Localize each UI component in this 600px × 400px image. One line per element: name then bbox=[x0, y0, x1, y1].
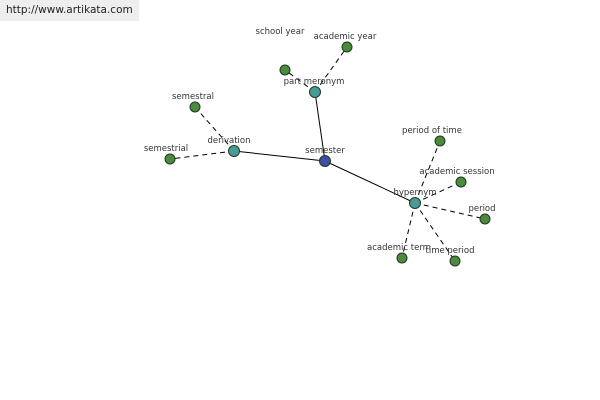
term-node-dot[interactable] bbox=[164, 153, 176, 165]
term-node-school-year[interactable]: school year bbox=[256, 27, 305, 76]
center-node-semester[interactable]: semester bbox=[305, 146, 345, 167]
term-node-academic-term[interactable]: academic term bbox=[367, 243, 431, 264]
term-node-semestrial[interactable]: semestrial bbox=[144, 144, 188, 165]
term-node-academic-year[interactable]: academic year bbox=[314, 32, 377, 53]
edge-hypernym-period bbox=[414, 202, 486, 220]
center-node-dot[interactable] bbox=[319, 155, 331, 167]
graph-nodes: school year academic year semestral semestr… bbox=[144, 27, 496, 267]
term-node-dot[interactable] bbox=[341, 41, 353, 53]
edge-hypernym-period-of-time bbox=[414, 140, 441, 204]
term-node-dot[interactable] bbox=[455, 176, 467, 188]
graph-edges bbox=[169, 46, 486, 262]
term-node-label[interactable]: academic session bbox=[419, 167, 494, 177]
term-node-dot[interactable] bbox=[279, 64, 291, 76]
term-node-period[interactable]: period bbox=[468, 204, 496, 225]
site-url-text[interactable]: http://www.artikata.com bbox=[6, 4, 133, 16]
relation-node-derivation[interactable]: derivation bbox=[207, 136, 251, 157]
site-url-banner[interactable]: http://www.artikata.com bbox=[0, 0, 139, 21]
edge-hypernym-time-period bbox=[414, 202, 456, 262]
relation-node-dot[interactable] bbox=[409, 197, 421, 209]
edge-derivation-semestral bbox=[194, 106, 235, 152]
term-node-dot[interactable] bbox=[479, 213, 491, 225]
relation-node-label[interactable]: derivation bbox=[207, 136, 250, 146]
term-node-dot[interactable] bbox=[434, 135, 446, 147]
relation-node-dot[interactable] bbox=[228, 145, 240, 157]
edge-part-meronym-academic-year bbox=[314, 46, 348, 93]
relation-node-label[interactable]: part meronym bbox=[284, 77, 345, 87]
term-node-dot[interactable] bbox=[449, 255, 461, 267]
edge-semester-part-meronym bbox=[314, 91, 326, 162]
term-node-academic-session[interactable]: academic session bbox=[419, 167, 495, 188]
relation-node-hypernym[interactable]: hypernym bbox=[393, 188, 437, 209]
term-node-label[interactable]: school year bbox=[256, 27, 305, 37]
edge-semester-hypernym bbox=[324, 160, 416, 204]
edge-hypernym-academic-term bbox=[401, 202, 416, 259]
term-node-label[interactable]: period bbox=[468, 204, 495, 214]
center-node-label[interactable]: semester bbox=[305, 146, 345, 156]
edge-part-meronym-school-year bbox=[284, 69, 316, 93]
term-node-semestral[interactable]: semestral bbox=[172, 92, 214, 113]
term-node-label[interactable]: semestral bbox=[172, 92, 214, 102]
term-node-label[interactable]: semestrial bbox=[144, 144, 188, 154]
term-node-time-period[interactable]: time period bbox=[426, 246, 475, 267]
term-node-label[interactable]: academic year bbox=[314, 32, 377, 42]
term-node-dot[interactable] bbox=[189, 101, 201, 113]
relation-node-dot[interactable] bbox=[309, 86, 321, 98]
term-node-period-of-time[interactable]: period of time bbox=[402, 126, 462, 147]
term-node-label[interactable]: time period bbox=[426, 246, 475, 256]
edge-derivation-semestrial bbox=[169, 150, 235, 160]
relation-node-part-meronym[interactable]: part meronym bbox=[284, 77, 345, 98]
relation-node-label[interactable]: hypernym bbox=[393, 188, 436, 198]
term-node-label[interactable]: academic term bbox=[367, 243, 431, 253]
term-node-dot[interactable] bbox=[396, 252, 408, 264]
term-node-label[interactable]: period of time bbox=[402, 126, 462, 136]
edge-semester-derivation bbox=[233, 150, 326, 162]
